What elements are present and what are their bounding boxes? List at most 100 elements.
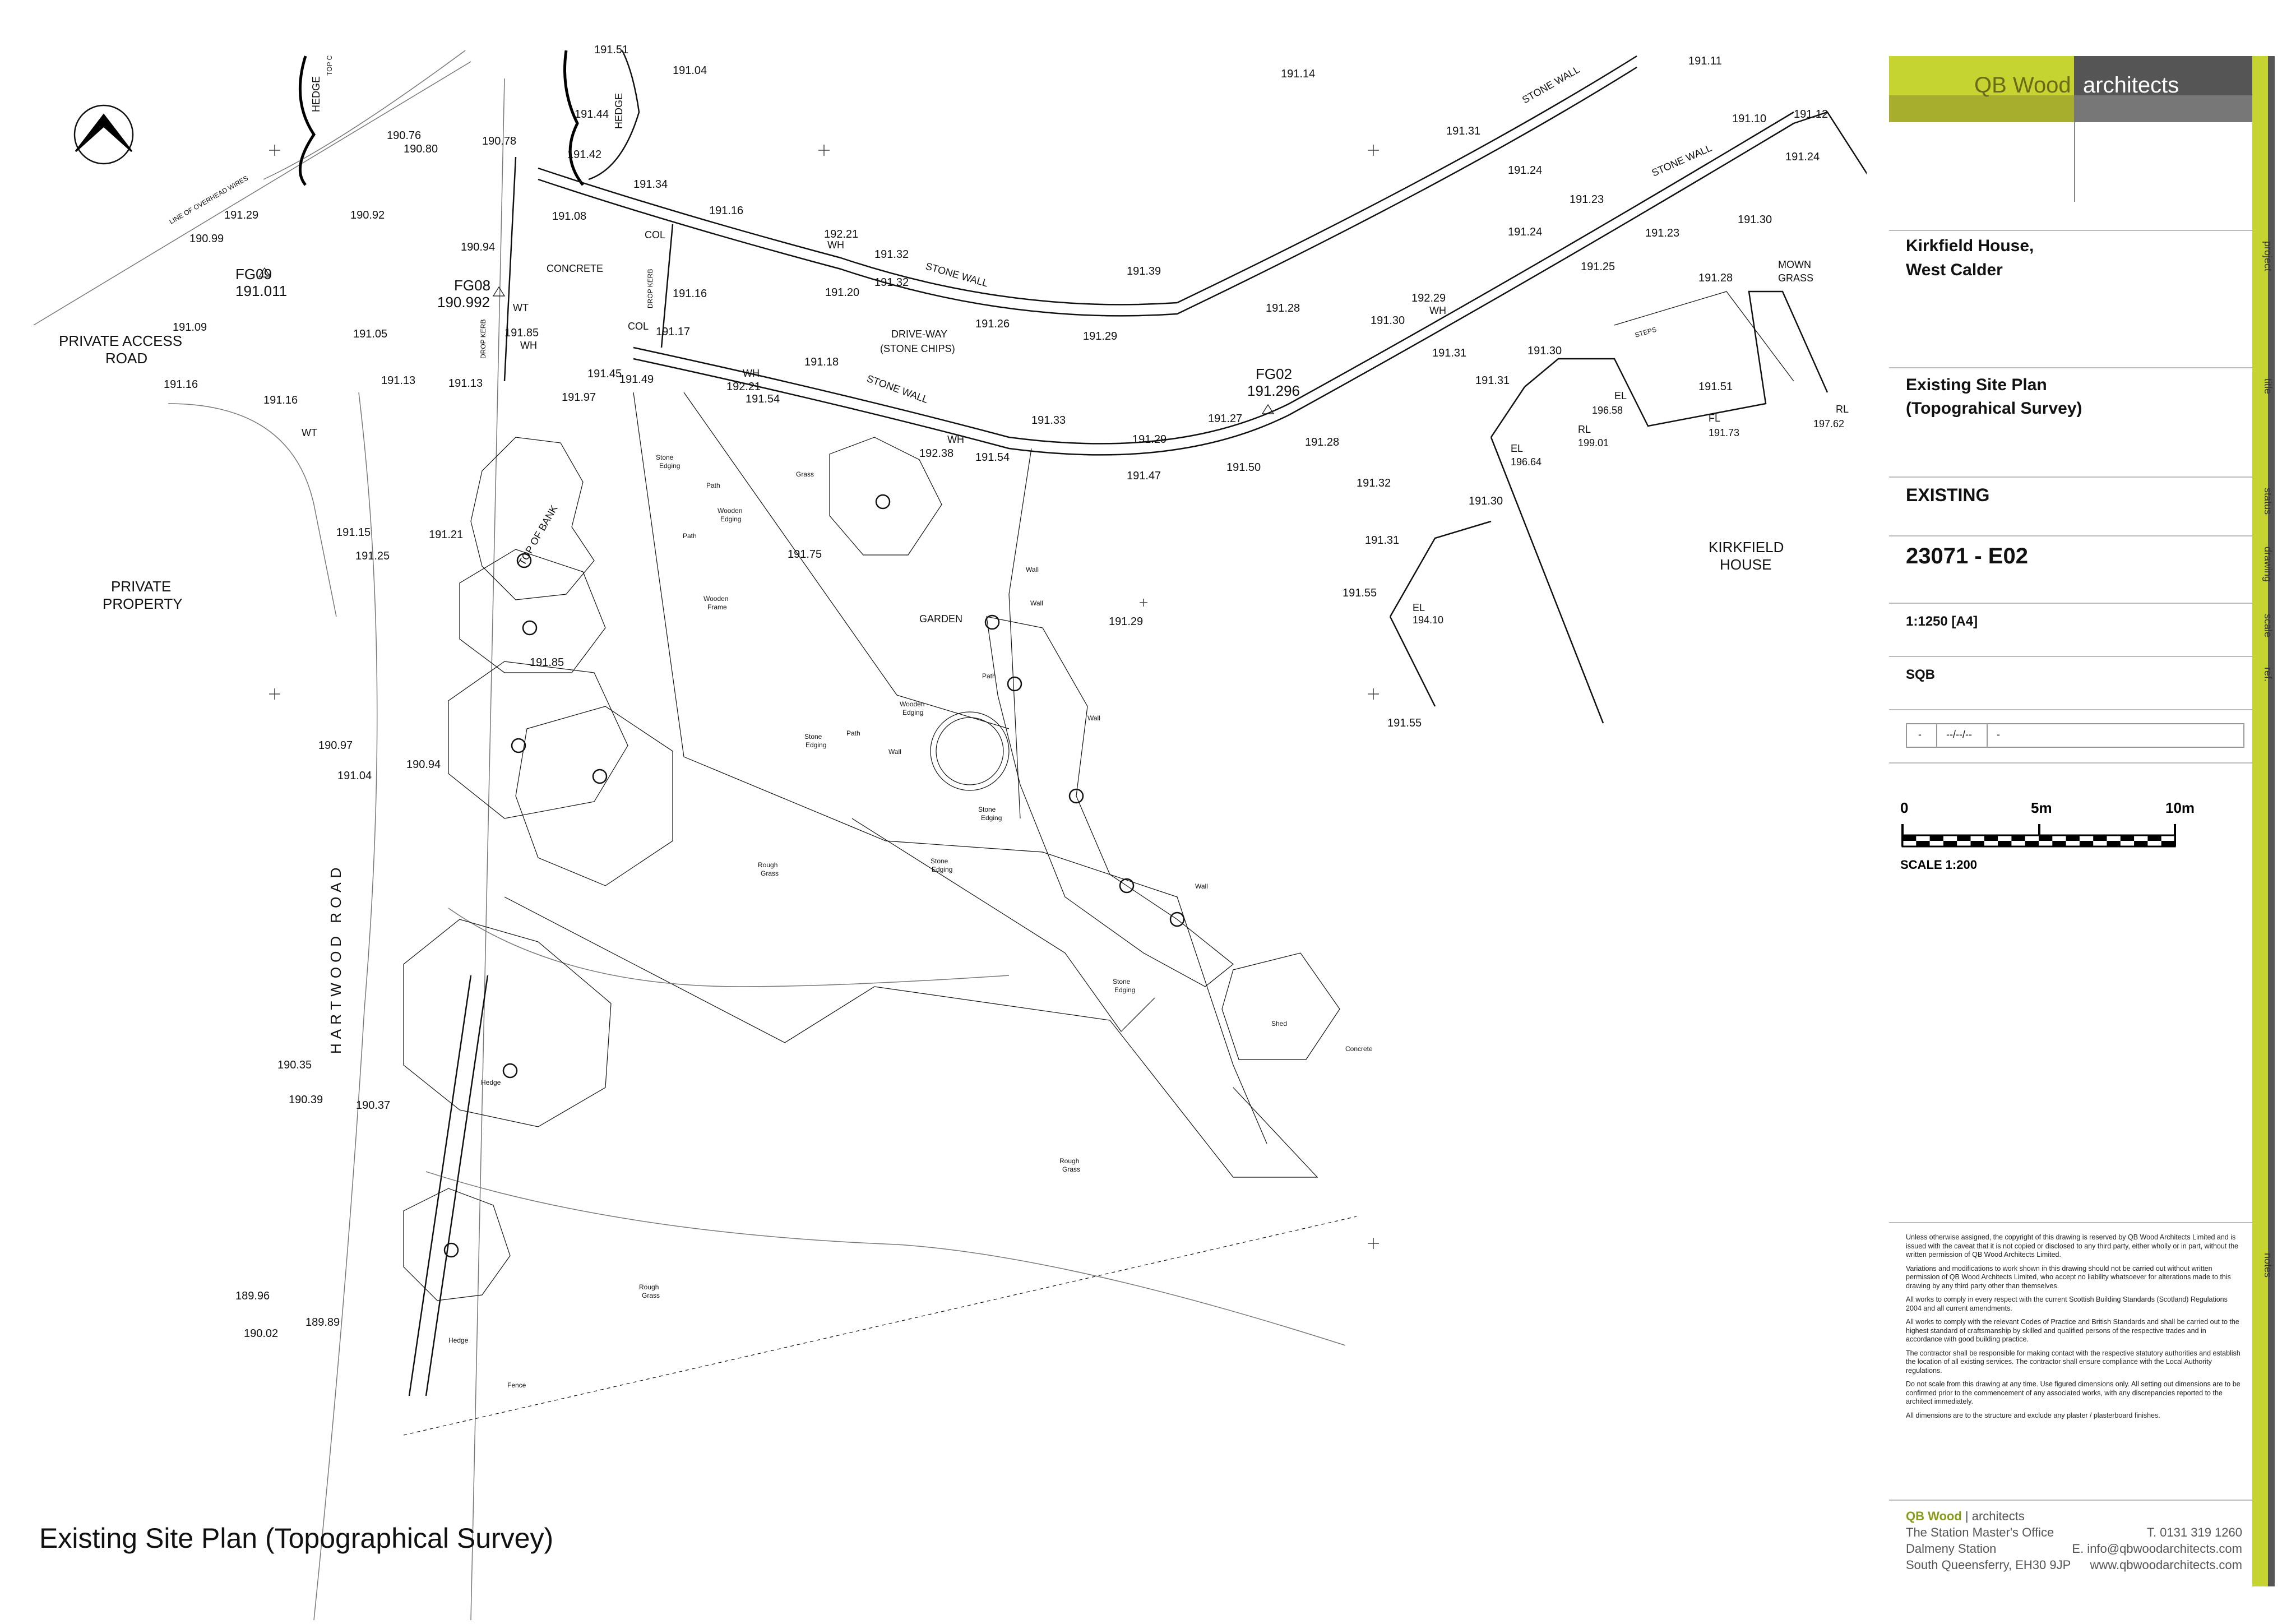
label-wooden-edging-1b: Edging (720, 515, 741, 523)
spot-level: 191.31 (1432, 347, 1466, 359)
spot-level: 191.29 (1132, 433, 1166, 446)
hedge-top-left (298, 55, 316, 186)
rl2-label: RL (1836, 404, 1849, 415)
site-plan-drawing: PRIVATE ACCESS ROAD PRIVATE PROPERTY HAR… (33, 44, 1867, 1621)
label-fence: Fence (507, 1381, 526, 1389)
spot-level: 191.14 (1281, 68, 1315, 80)
drawing-scale: 1:1250 [A4] (1906, 614, 1978, 629)
contact-phone: T. 0131 319 1260 (2146, 1525, 2242, 1539)
spot-level: 190.35 (277, 1059, 312, 1071)
label-garden: GARDEN (919, 613, 962, 624)
kirkfield-house-wall-corner (1389, 616, 1436, 707)
steps-outline (1614, 291, 1794, 382)
el3-label: EL (1413, 602, 1425, 613)
spot-level: 191.16 (709, 205, 743, 217)
spot-level: 191.10 (1732, 113, 1766, 125)
fg02-label: FG02 (1256, 365, 1292, 382)
scale-label-10m: 10m (2165, 799, 2195, 816)
stone-edging (851, 818, 1155, 1032)
spot-level: 190.78 (482, 135, 516, 147)
el3-value: 194.10 (1413, 614, 1443, 626)
spot-level: 190.99 (189, 233, 224, 245)
label-wh-3: WH (947, 434, 964, 445)
spot-level: 191.32 (1357, 477, 1391, 489)
label-wooden-frame-1: Wooden (703, 595, 728, 603)
spot-level: 191.45 (587, 368, 622, 380)
side-label-status: status (2262, 488, 2274, 515)
label-steps: STEPS (1634, 326, 1658, 339)
label-rough-grass-1b: Grass (761, 869, 779, 877)
label-kirkfield-house-2: HOUSE (1720, 556, 1771, 573)
label-private-access-road-1: PRIVATE ACCESS (59, 332, 182, 349)
spot-level: 191.29 (1109, 616, 1143, 628)
label-stone-edging-4b: Edging (981, 814, 1002, 822)
note-paragraph: All works to comply with the relevant Co… (1906, 1318, 2239, 1343)
drop-kerb-east (660, 224, 674, 348)
label-rough-grass-2: Rough (1059, 1157, 1079, 1165)
stone-wall-south-outer (633, 111, 1794, 445)
rl1-value: 199.01 (1578, 437, 1609, 448)
note-paragraph: All works to comply in every respect wit… (1906, 1296, 2228, 1312)
spot-level: 191.24 (1508, 164, 1542, 177)
north-arrow-icon (73, 104, 134, 165)
spot-level: 191.39 (1127, 265, 1161, 277)
label-grass: Grass (796, 470, 814, 478)
hedge-top-mid (563, 50, 584, 186)
spot-level: 191.42 (567, 149, 601, 161)
hedge-west-inner (425, 975, 489, 1396)
spot-level: 191.25 (355, 550, 390, 562)
spot-level: 191.50 (1226, 461, 1261, 474)
contact-address-1: The Station Master's Office (1906, 1525, 2054, 1539)
label-stone-edging-4: Stone (978, 806, 996, 813)
spot-level: 190.39 (289, 1094, 323, 1106)
label-stone-edging-2b: Edging (806, 741, 826, 749)
stone-wall-north-outer (538, 55, 1637, 306)
label-stone-wall-2: STONE WALL (865, 373, 930, 405)
side-label-project: project (2262, 241, 2274, 272)
fg08-label: FG08 (454, 277, 490, 294)
drawing-title: Existing Site Plan (Topographical Survey… (39, 1523, 554, 1554)
label-wall-5: Wall (888, 748, 901, 756)
label-wooden-edging-1: Wooden (718, 507, 742, 515)
spot-level: 191.51 (1698, 381, 1733, 393)
access-road-edge (168, 403, 337, 617)
spot-level: 191.55 (1387, 717, 1422, 729)
spot-level: 191.13 (448, 377, 483, 390)
label-drop-kerb-2: DROP KERB (646, 269, 654, 308)
spot-level: 191.33 (1031, 414, 1066, 427)
label-path-1: Path (706, 482, 720, 489)
spot-level: 191.47 (1127, 470, 1161, 482)
label-col-1: COL (645, 229, 665, 240)
spot-level: 191.54 (975, 451, 1010, 464)
spot-level: 190.94 (461, 241, 495, 253)
logo-firm-suffix: architects (2083, 73, 2179, 98)
kirkfield-house-wall-low (1389, 520, 1492, 617)
el2-label: EL (1511, 443, 1523, 454)
revision-table: - --/--/-- - (1906, 723, 2244, 748)
label-wt-2: WT (302, 427, 317, 438)
fg08-level: 190.992 (437, 294, 490, 311)
note-paragraph: Unless otherwise assigned, the copyright… (1906, 1233, 2239, 1259)
spot-level: 190.76 (387, 129, 421, 142)
side-label-scale: scale (2262, 614, 2274, 638)
label-hedge-2: HEDGE (613, 93, 624, 129)
label-col-2: COL (628, 321, 649, 332)
label-hartwood-road: HARTWOOD ROAD (327, 863, 344, 1054)
note-paragraph: Variations and modifications to work sho… (1906, 1264, 2231, 1290)
fg09-label: FG09 (235, 266, 272, 283)
contour-191 (448, 908, 1010, 987)
spot-level: 191.32 (874, 276, 909, 289)
label-concrete: CONCRETE (547, 263, 603, 274)
label-concrete-small: Concrete (1345, 1045, 1373, 1053)
fl1-value: 191.73 (1709, 427, 1739, 438)
contact-address-2: Dalmeny Station (1906, 1542, 1997, 1556)
hartwood-road-edge-east (470, 78, 505, 1621)
contact-email[interactable]: E. info@qbwoodarchitects.com (2072, 1542, 2242, 1556)
contact-website[interactable]: www.qbwoodarchitects.com (2090, 1558, 2242, 1572)
spot-level: 191.28 (1305, 436, 1339, 448)
sheet-title-line2: (Topograhical Survey) (1906, 399, 2082, 418)
spot-level: 191.97 (562, 391, 596, 404)
project-name-line1: Kirkfield House, (1906, 237, 2034, 255)
spot-level: 191.55 (1343, 587, 1377, 599)
spot-level: 191.26 (975, 318, 1010, 330)
